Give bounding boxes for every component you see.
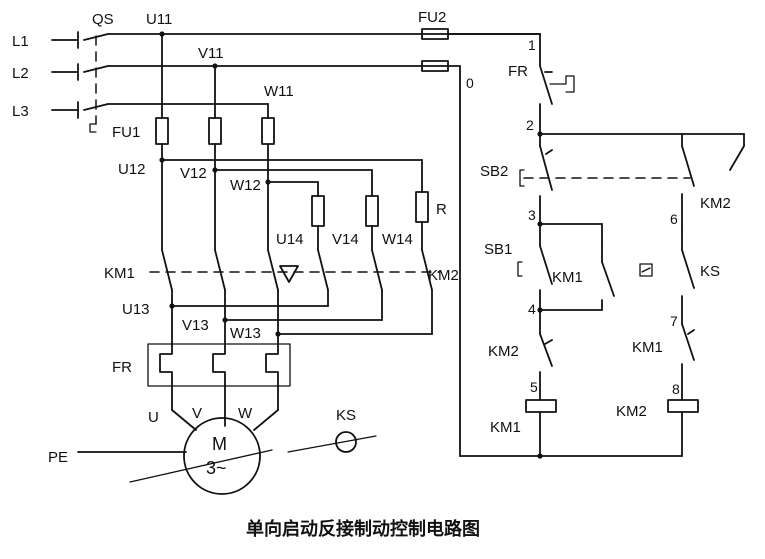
label-u13: U13 bbox=[122, 301, 150, 318]
km2-main-contacts bbox=[317, 249, 433, 291]
label-ks-contact: KS bbox=[700, 263, 720, 280]
label-motor-phase: 3~ bbox=[206, 458, 227, 478]
label-fr-contact: FR bbox=[508, 63, 528, 80]
braking-resistors bbox=[311, 159, 429, 251]
label-motor-v: V bbox=[192, 405, 202, 422]
label-km2-main: KM2 bbox=[428, 267, 459, 284]
label-sb1: SB1 bbox=[484, 241, 512, 258]
diagram-caption: 单向启动反接制动控制电路图 bbox=[246, 518, 480, 540]
label-motor-w: W bbox=[238, 405, 253, 422]
label-fr-thermal: FR bbox=[112, 359, 132, 376]
label-km2-coil: KM2 bbox=[616, 403, 647, 420]
label-v12: V12 bbox=[180, 165, 207, 182]
label-sb2: SB2 bbox=[480, 163, 508, 180]
sb2-stop-button bbox=[519, 145, 553, 225]
label-fu2: FU2 bbox=[418, 9, 446, 26]
label-l3: L3 bbox=[12, 103, 29, 120]
km1-main-contacts bbox=[161, 249, 279, 301]
wire-1: 1 bbox=[528, 37, 536, 53]
label-r: R bbox=[436, 201, 447, 218]
km2-coil bbox=[667, 399, 699, 413]
label-km1-interlock: KM1 bbox=[632, 339, 663, 356]
km1-coil bbox=[525, 399, 557, 413]
label-u12: U12 bbox=[118, 161, 146, 178]
label-motor-u: U bbox=[148, 409, 159, 426]
label-w11: W11 bbox=[264, 83, 294, 100]
wire-6: 6 bbox=[670, 211, 678, 227]
label-l1: L1 bbox=[12, 33, 29, 50]
label-km1-coil: KM1 bbox=[490, 419, 521, 436]
km2-interlock-contact bbox=[539, 333, 553, 401]
label-km1-main: KM1 bbox=[104, 265, 135, 282]
wire-0: 0 bbox=[466, 75, 474, 91]
label-km2-holding: KM2 bbox=[700, 195, 731, 212]
wire-2: 2 bbox=[526, 117, 534, 133]
label-w14: W14 bbox=[382, 231, 413, 248]
label-km1-holding: KM1 bbox=[552, 269, 583, 286]
km1-interlock-contact bbox=[681, 323, 695, 401]
label-v14: V14 bbox=[332, 231, 359, 248]
motor-shaft bbox=[129, 449, 273, 483]
motor-symbol bbox=[183, 417, 261, 495]
label-pe: PE bbox=[48, 449, 68, 466]
label-u11: U11 bbox=[146, 11, 172, 28]
wire-4: 4 bbox=[528, 301, 536, 317]
label-ks-relay: KS bbox=[336, 407, 356, 424]
wire-8: 8 bbox=[672, 381, 680, 397]
wire-7: 7 bbox=[670, 313, 678, 329]
km1-holding-contact bbox=[601, 245, 615, 311]
isolator-qs bbox=[83, 33, 109, 133]
label-v13: V13 bbox=[182, 317, 209, 334]
label-fu1: FU1 bbox=[112, 124, 140, 141]
label-motor-m: M bbox=[212, 434, 227, 454]
phase-feeds bbox=[51, 31, 79, 119]
label-u14: U14 bbox=[276, 231, 304, 248]
wire-5: 5 bbox=[530, 379, 538, 395]
label-w13: W13 bbox=[230, 325, 261, 342]
wire-3: 3 bbox=[528, 207, 536, 223]
mechanical-interlock-symbol bbox=[279, 265, 299, 283]
speed-relay-ks bbox=[335, 431, 357, 453]
ks-speed-contact bbox=[639, 249, 695, 325]
label-v11: V11 bbox=[198, 45, 224, 62]
label-l2: L2 bbox=[12, 65, 29, 82]
sb1-start-button bbox=[517, 245, 553, 311]
fr-overload-contact bbox=[539, 65, 575, 135]
label-qs: QS bbox=[92, 11, 114, 28]
fu1-fuses bbox=[155, 117, 275, 145]
fr-thermal-elements bbox=[147, 343, 291, 387]
label-w12: W12 bbox=[230, 177, 261, 194]
label-km2-interlock: KM2 bbox=[488, 343, 519, 360]
fu2-fuse-bottom bbox=[421, 60, 449, 72]
